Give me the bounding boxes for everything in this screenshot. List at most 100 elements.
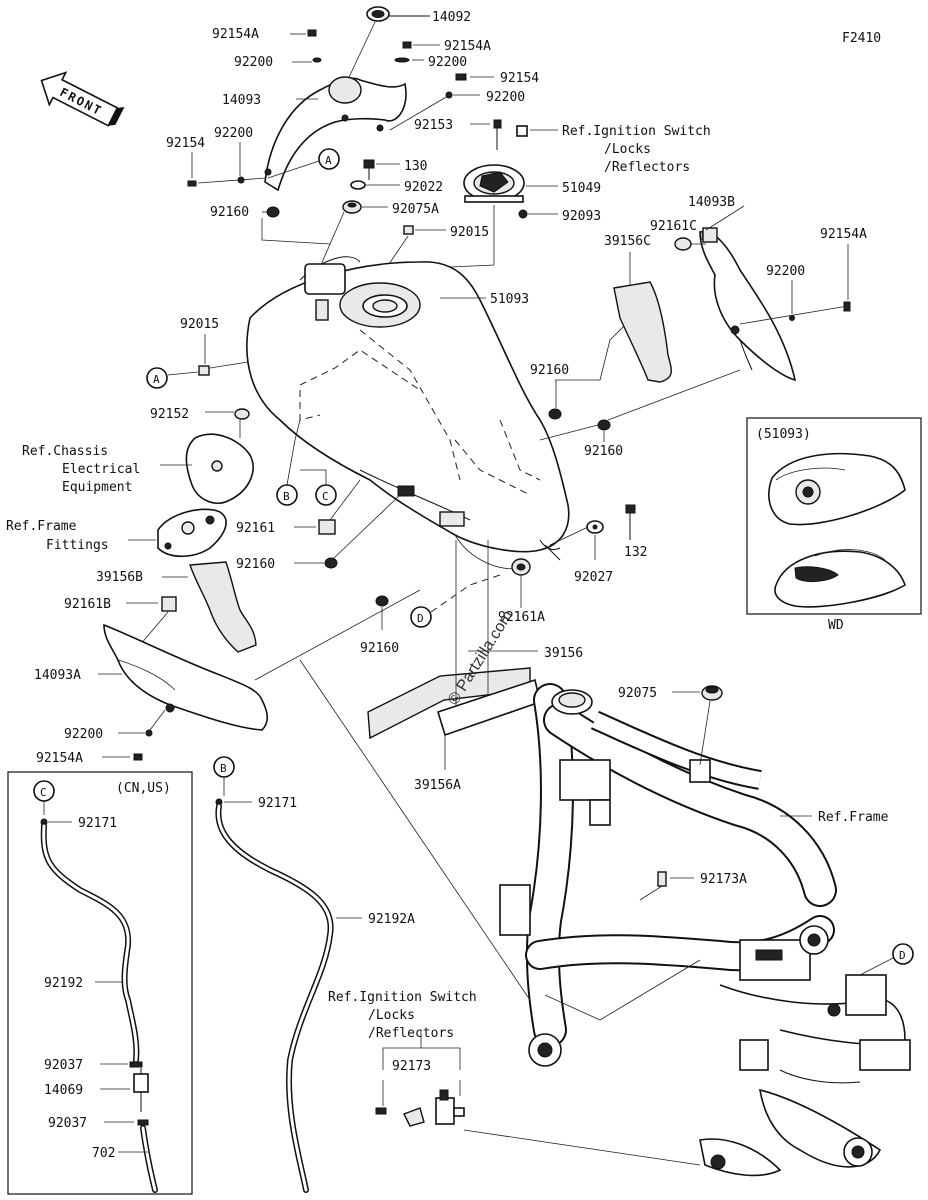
side-cover-14093B [699,227,797,382]
filter-14069 [133,1068,149,1112]
ref-locks-1: /Locks [604,142,651,157]
label-92200-1: 92200 [234,55,273,70]
svg-text:A: A [153,373,160,386]
label-92161C: 92161C [650,219,697,234]
clip-92037-b [137,1119,149,1126]
label-92022: 92022 [404,180,443,195]
label-92161: 92161 [236,521,275,536]
screw-92153 [493,119,502,150]
label-92093: 92093 [562,209,601,224]
bolt-92015-top [403,225,414,235]
svg-text:A: A [325,154,332,167]
screw-92154-left [187,180,197,187]
label-92154A-2: 92154A [444,39,491,54]
collar-ref-ignition [516,125,528,137]
fuel-cap-cover-part [366,6,430,22]
label-51093: 51093 [490,292,529,307]
label-92200-left: 92200 [214,126,253,141]
figure-code: F2410 [842,31,881,46]
label-14093B: 14093B [688,195,735,210]
grommet-92075A [342,200,362,214]
callout-d-mid: D [410,606,432,628]
filler-neck-51049 [463,164,525,203]
grommet-92075 [701,685,723,701]
cushion-92161B [161,596,177,612]
label-39156C: 39156C [604,234,651,249]
label-14069: 14069 [44,1083,83,1098]
label-92154-left: 92154 [166,136,205,151]
label-14093: 14093 [222,93,261,108]
label-92037-b: 92037 [48,1116,87,1131]
label-92015-b: 92015 [180,317,219,332]
bolt-132 [625,504,636,540]
washer-92200-2 [394,57,410,63]
ref-frame: Ref.Frame [818,810,889,825]
callout-c-box: C [33,780,55,802]
nozzle-92173A [657,871,667,887]
hose-92192A [215,803,334,1193]
label-92154A-r: 92154A [820,227,867,242]
cushion-92161 [318,519,336,535]
label-92160-a: 92160 [210,205,249,220]
ref-frame-fittings-1: Ref.Frame [6,519,77,534]
svg-text:D: D [417,612,424,625]
ref-chassis-2: Electrical [62,462,140,477]
label-92173: 92173 [392,1059,431,1074]
label-92192: 92192 [44,976,83,991]
ref-frame-fittings-2: Fittings [46,538,109,553]
label-92015-a: 92015 [450,225,489,240]
ref-locks-2: /Locks [368,1008,415,1023]
label-92153: 92153 [414,118,453,133]
screw-92154A-top [307,29,317,37]
cushion-92161C [674,237,692,251]
svg-text:C: C [322,490,329,503]
pad-39156C [613,281,672,383]
clip-92037-a [129,1061,143,1068]
label-92200-r: 92200 [766,264,805,279]
label-92075A: 92075A [392,202,439,217]
label-39156B: 39156B [96,570,143,585]
bracket-chassis-electrical [185,433,254,504]
svg-text:B: B [220,762,227,775]
label-92200-2: 92200 [428,55,467,70]
ref-ignition-switch-2: Ref.Ignition Switch [328,990,477,1005]
front-arrow-icon: FRONT [40,71,125,127]
label-92027: 92027 [574,570,613,585]
ref-chassis-3: Equipment [62,480,132,495]
cn-us-hose-box [7,771,193,1195]
callout-b-hose: B [213,756,235,778]
washer-92200-b [145,729,153,737]
ref-reflectors-1: /Reflectors [604,160,690,175]
ref-chassis-1: Ref.Chassis [22,444,108,459]
bolt-92015-left [198,365,210,376]
callout-a-top: A [318,148,340,170]
screw-92154A-2 [402,41,412,49]
label-14093A: 14093A [34,668,81,683]
screw-92154 [455,73,467,81]
label-92171-a: 92171 [78,816,117,831]
grommet-92160-e [375,595,389,607]
label-39156: 39156 [544,646,583,661]
cn-us-label: (CN,US) [116,781,171,796]
label-92154: 92154 [500,71,539,86]
label-132: 132 [624,545,647,560]
grommet-92160-b [548,408,562,420]
label-92160-b: 92160 [530,363,569,378]
grommet-92160-a [266,206,280,218]
label-92161B: 92161B [64,597,111,612]
callout-d-frame: D [892,943,914,965]
fuel-tap-assembly [375,1089,465,1127]
frame-assembly [499,683,911,1177]
label-92200-b: 92200 [64,727,103,742]
washer-92027 [586,520,604,534]
inset-title: (51093) [756,427,811,442]
nut-92093 [518,209,528,219]
label-92160-c: 92160 [236,557,275,572]
side-cover-14093A [103,623,269,731]
label-92192A: 92192A [368,912,415,927]
hose-702 [140,1125,158,1193]
label-92161A: 92161A [498,610,545,625]
grommet-92160-c [324,557,338,569]
bolt-130 [363,159,375,180]
